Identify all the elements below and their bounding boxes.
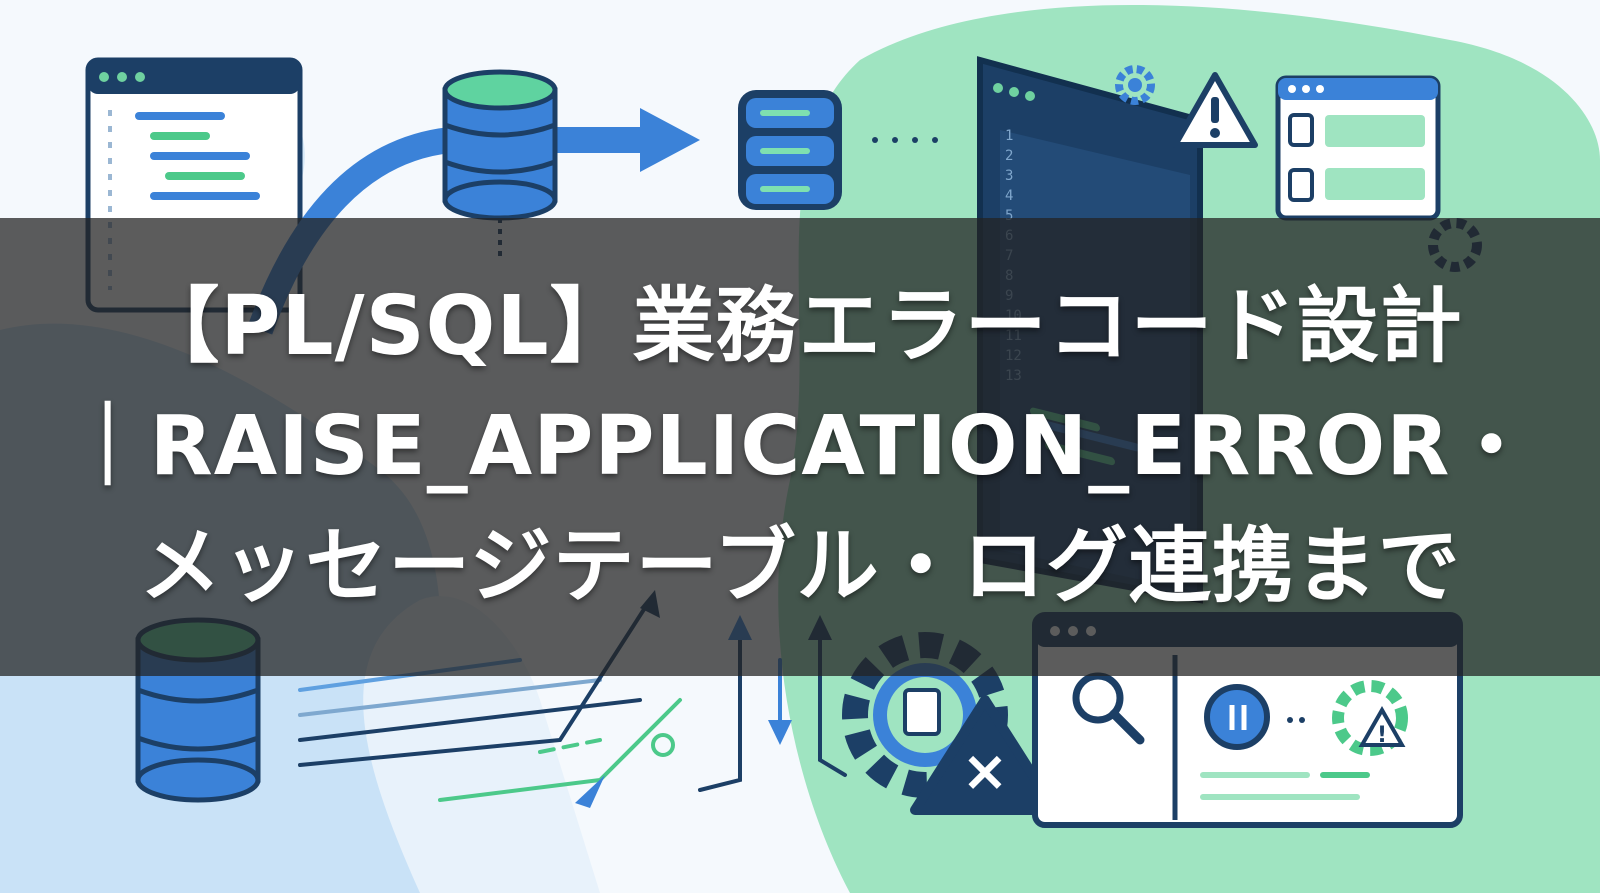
title-line-3: メッセージテーブル・ログ連携まで	[139, 519, 1461, 614]
chat-sync-icon	[1204, 684, 1270, 750]
arrow-pointer-icon	[575, 775, 605, 808]
database-icon-top	[442, 69, 558, 260]
code-line-number: 1	[1005, 128, 1013, 144]
title-overlay-band	[0, 218, 1600, 676]
page-title: 【PL/SQL】業務エラーコード設計 ｜RAISE_APPLICATION_ER…	[0, 218, 1600, 676]
code-line-number: 2	[1005, 148, 1013, 164]
warning-mark-icon: !	[1377, 723, 1387, 748]
flowchart-window	[1275, 75, 1441, 221]
code-line-number: 5	[1005, 208, 1013, 224]
title-line-2: ｜RAISE_APPLICATION_ERROR・	[66, 399, 1534, 494]
search-icon	[1072, 672, 1124, 724]
error-x-icon: ×	[962, 739, 1009, 804]
gear-icon-top	[1115, 65, 1155, 105]
arrow-down-icon	[768, 720, 792, 745]
warning-icon-top	[1172, 72, 1258, 148]
code-line-number: 4	[1005, 188, 1013, 204]
title-line-1: 【PL/SQL】業務エラーコード設計	[137, 279, 1463, 374]
server-stack-icon	[738, 90, 938, 210]
code-line-number: 3	[1005, 168, 1013, 184]
error-triangle-icon: ×	[910, 695, 1060, 815]
